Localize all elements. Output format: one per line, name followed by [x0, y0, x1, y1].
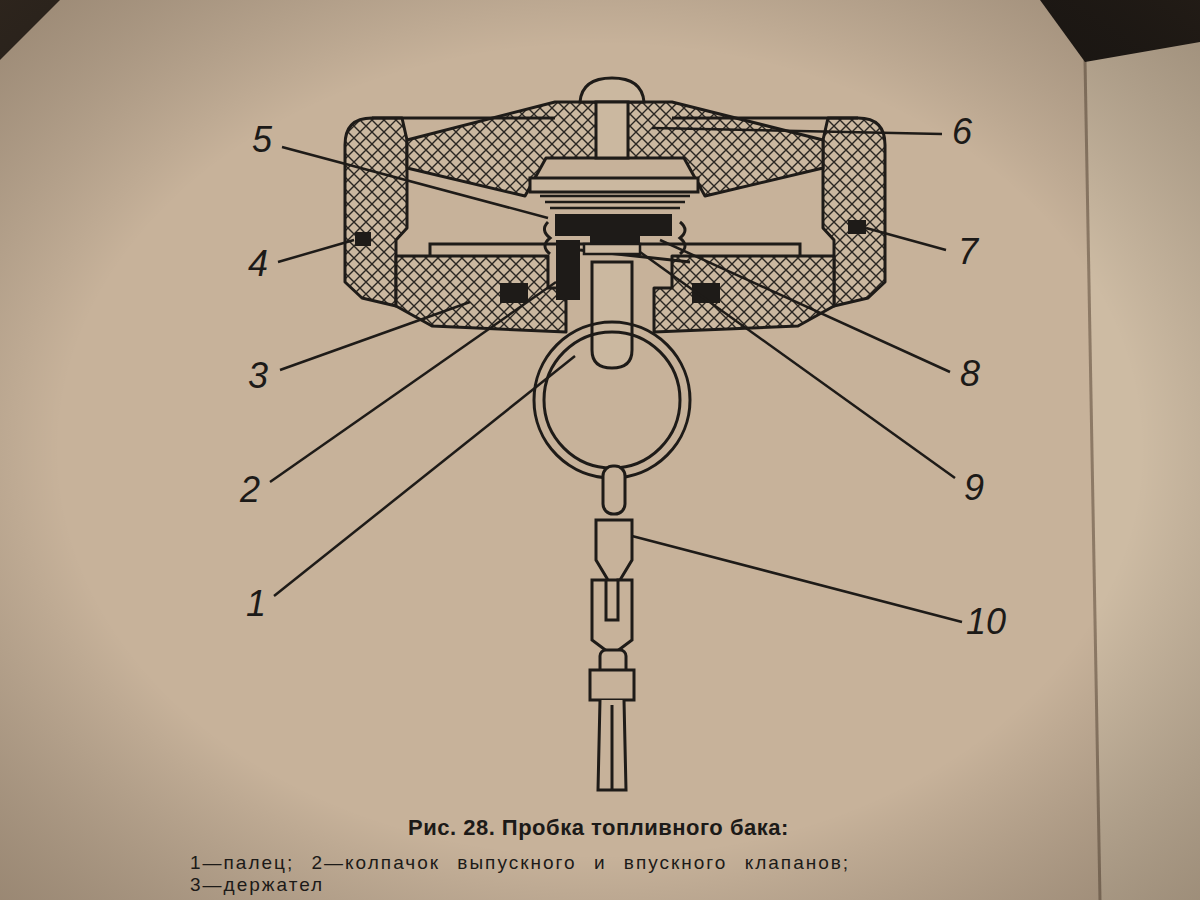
callout-number: 9 — [964, 468, 984, 508]
callout-number: 4 — [248, 244, 268, 284]
callout-number: 7 — [958, 232, 978, 272]
figure-caption: Рис. 28. Пробка топливного бака: — [408, 815, 789, 841]
callout-number: 3 — [248, 356, 268, 396]
callout-number: 10 — [966, 602, 1006, 642]
callout-number: 8 — [960, 354, 980, 394]
legend-line: 3—держател — [190, 874, 324, 896]
callout-number: 6 — [952, 112, 972, 152]
callout-number: 5 — [252, 120, 272, 160]
callout-number: 1 — [246, 584, 266, 624]
legend-line: 1—палец; 2—колпачок выпускного и впускно… — [190, 852, 850, 874]
callout-number: 2 — [240, 470, 260, 510]
